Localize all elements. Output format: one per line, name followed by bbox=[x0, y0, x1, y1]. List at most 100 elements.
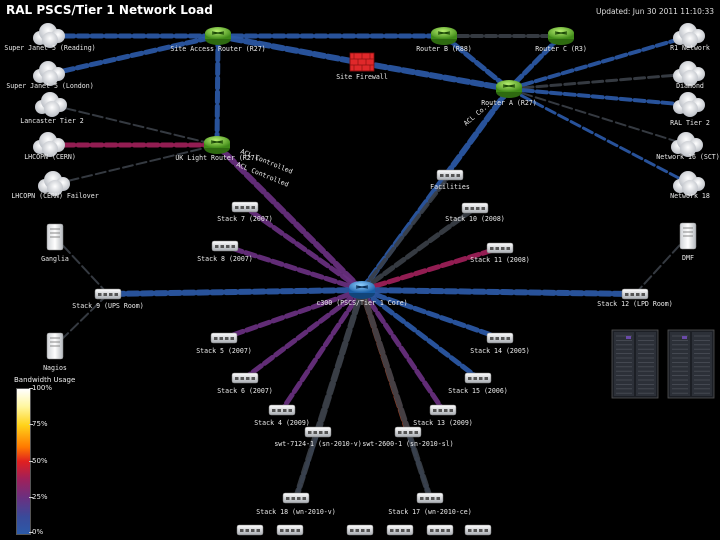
cloud-icon[interactable] bbox=[33, 61, 65, 86]
switch-icon[interactable] bbox=[276, 524, 304, 536]
network-link bbox=[105, 287, 365, 297]
node-label: Router C (R3) bbox=[535, 45, 587, 53]
node-label: Ganglia bbox=[41, 255, 69, 263]
network-link bbox=[506, 33, 564, 92]
cloud-icon[interactable] bbox=[673, 92, 705, 117]
node-label: Network 16 (SCT) bbox=[656, 153, 720, 161]
node-label: UK Light Router (R27) bbox=[175, 154, 258, 162]
node-label: Super Janet 5 (Reading) bbox=[4, 44, 95, 52]
switch-icon[interactable] bbox=[464, 524, 492, 536]
switch-icon[interactable] bbox=[426, 524, 454, 536]
switch-icon[interactable] bbox=[304, 426, 332, 438]
network-link bbox=[279, 287, 365, 413]
network-link bbox=[507, 72, 692, 91]
node-layer: Super Janet 5 (Reading) Super Janet 5 (Lo… bbox=[4, 23, 720, 536]
node-label: Diamond bbox=[676, 82, 704, 90]
network-link bbox=[359, 205, 478, 293]
updated-timestamp: Updated: Jun 30 2011 11:10:33 bbox=[595, 7, 714, 16]
network-link bbox=[54, 144, 218, 185]
network-link bbox=[441, 33, 512, 92]
network-link bbox=[293, 287, 365, 501]
network-link bbox=[242, 287, 365, 381]
node-label: Stack 11 (2008) bbox=[470, 256, 530, 264]
cloud-icon[interactable] bbox=[35, 92, 67, 117]
cloud-icon[interactable] bbox=[673, 171, 705, 196]
link-layer bbox=[47, 33, 692, 501]
node-label: RAL Tier 2 bbox=[670, 119, 710, 127]
router-icon[interactable] bbox=[205, 27, 231, 45]
switch-icon[interactable] bbox=[94, 288, 122, 300]
switch-icon[interactable] bbox=[231, 201, 259, 213]
legend-tick-25: 25% bbox=[32, 493, 48, 501]
firewall-icon[interactable] bbox=[349, 52, 375, 72]
switch-icon[interactable] bbox=[282, 492, 310, 504]
network-link bbox=[359, 287, 638, 297]
network-link bbox=[359, 287, 481, 381]
switch-icon[interactable] bbox=[486, 242, 514, 254]
network-link bbox=[634, 235, 689, 295]
network-link bbox=[507, 34, 692, 91]
network-link bbox=[214, 142, 365, 293]
node-label: Network 18 bbox=[670, 192, 710, 200]
node-label: Stack 5 (2007) bbox=[196, 347, 252, 355]
node-label: Stack 18 (wn-2010-v) bbox=[256, 508, 335, 516]
router-icon[interactable] bbox=[431, 27, 457, 45]
node-label: Stack 12 (LPD Room) bbox=[597, 300, 672, 308]
cloud-icon[interactable] bbox=[673, 61, 705, 86]
tape-library-icon bbox=[667, 329, 715, 399]
node-label: Site Firewall bbox=[336, 73, 388, 81]
tape-library-icon bbox=[611, 329, 659, 399]
node-label: Lancaster Tier 2 bbox=[20, 117, 84, 125]
cloud-icon[interactable] bbox=[673, 23, 705, 48]
network-link bbox=[359, 245, 503, 293]
legend-title: Bandwidth Usage bbox=[14, 376, 76, 384]
router-icon[interactable] bbox=[204, 136, 230, 154]
node-label: swt-2600-1 (sn-2010-sl) bbox=[362, 440, 453, 448]
node-label: Stack 8 (2007) bbox=[197, 255, 253, 263]
network-link bbox=[508, 88, 689, 146]
network-link bbox=[359, 287, 446, 413]
node-label: Router A (R27) bbox=[481, 99, 537, 107]
switch-icon[interactable] bbox=[464, 372, 492, 384]
network-link bbox=[359, 287, 503, 341]
switch-icon[interactable] bbox=[236, 524, 264, 536]
switch-icon[interactable] bbox=[346, 524, 374, 536]
node-label: c300 (PSCS/Tier 1 Core) bbox=[316, 299, 407, 307]
switch-icon[interactable] bbox=[486, 332, 514, 344]
network-link bbox=[47, 33, 221, 77]
switch-icon[interactable] bbox=[211, 240, 239, 252]
switch-icon[interactable] bbox=[210, 332, 238, 344]
bandwidth-legend: Bandwidth Usage 100% 75% 50% 25% 0% bbox=[14, 376, 94, 538]
switch-icon[interactable] bbox=[416, 492, 444, 504]
cloud-icon[interactable] bbox=[38, 171, 70, 196]
server-icon[interactable] bbox=[679, 222, 697, 250]
core-switch-icon[interactable] bbox=[349, 281, 375, 299]
switch-icon[interactable] bbox=[231, 372, 259, 384]
network-link bbox=[360, 173, 452, 292]
switch-icon[interactable] bbox=[394, 426, 422, 438]
router-icon[interactable] bbox=[548, 27, 574, 45]
cloud-icon[interactable] bbox=[671, 132, 703, 157]
cloud-icon[interactable] bbox=[33, 23, 65, 48]
switch-icon[interactable] bbox=[461, 202, 489, 214]
network-link bbox=[507, 87, 692, 107]
legend-tick-0: 0% bbox=[32, 528, 44, 536]
node-label: Stack 9 (UPS Room) bbox=[72, 302, 143, 310]
server-icon[interactable] bbox=[46, 332, 64, 360]
network-link bbox=[214, 33, 221, 148]
cloud-icon[interactable] bbox=[33, 132, 65, 157]
switch-icon[interactable] bbox=[621, 288, 649, 300]
node-label: Stack 6 (2007) bbox=[217, 387, 273, 395]
switch-icon[interactable] bbox=[268, 404, 296, 416]
node-label: Stack 14 (2005) bbox=[470, 347, 530, 355]
server-icon[interactable] bbox=[46, 223, 64, 251]
switch-icon[interactable] bbox=[429, 404, 457, 416]
legend-tick-75: 75% bbox=[32, 420, 48, 428]
node-label: Stack 17 (wn-2010-ce) bbox=[388, 508, 471, 516]
node-label: LHCOPN (CERN) bbox=[24, 153, 76, 161]
switch-icon[interactable] bbox=[386, 524, 414, 536]
router-icon[interactable] bbox=[496, 80, 522, 98]
switch-icon[interactable] bbox=[436, 169, 464, 181]
node-label: Super Janet 5 (London) bbox=[6, 82, 93, 90]
network-link bbox=[507, 87, 692, 186]
